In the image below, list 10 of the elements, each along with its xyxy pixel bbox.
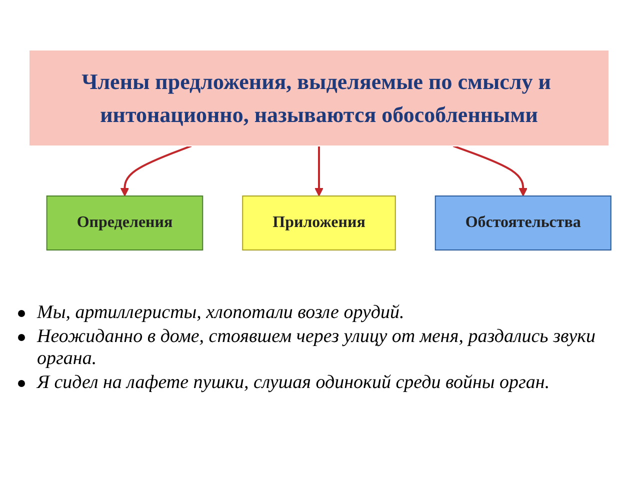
node-box: Приложения <box>242 196 396 250</box>
node-box: Обстоятельства <box>434 196 612 250</box>
example-sentence: Я сидел на лафете пушки, слушая одинокий среди войны орган. <box>37 372 550 394</box>
node-box: Члены предложения, выделяемые по смыслу и интонационно, называются обособленными <box>28 50 610 146</box>
node-box: Определения <box>46 196 204 250</box>
arrow <box>452 145 528 196</box>
example-sentence: Мы, артиллеристы, хлопотали возле орудий. <box>37 302 404 324</box>
arrow <box>120 145 192 196</box>
arrow <box>314 146 324 196</box>
example-sentence: Неожиданно в доме, стоявшем через улицу от меня, раздались звуки органа. <box>37 326 597 370</box>
